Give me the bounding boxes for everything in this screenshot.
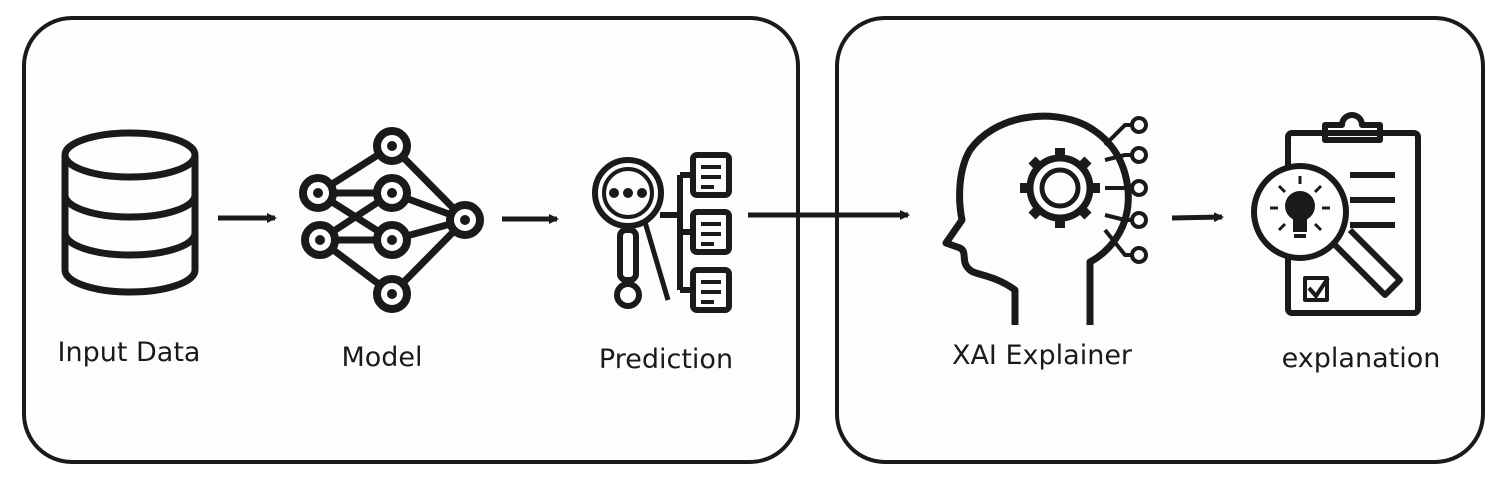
xai-explainer-label: XAI Explainer bbox=[951, 340, 1133, 371]
head-gear-icon bbox=[942, 112, 1148, 325]
neural-network-icon bbox=[299, 127, 484, 313]
explanation-pipeline-panel bbox=[835, 16, 1485, 464]
database-icon bbox=[61, 129, 199, 296]
clipboard-lightbulb-icon bbox=[1251, 112, 1421, 316]
model-label: Model bbox=[341, 342, 423, 373]
explanation-label: explanation bbox=[1281, 343, 1441, 374]
magnifier-documents-icon bbox=[592, 152, 732, 313]
arrow-explainer-to-explanation bbox=[1171, 212, 1224, 223]
input-data-label: Input Data bbox=[57, 337, 201, 368]
prediction-label: Prediction bbox=[598, 344, 734, 375]
